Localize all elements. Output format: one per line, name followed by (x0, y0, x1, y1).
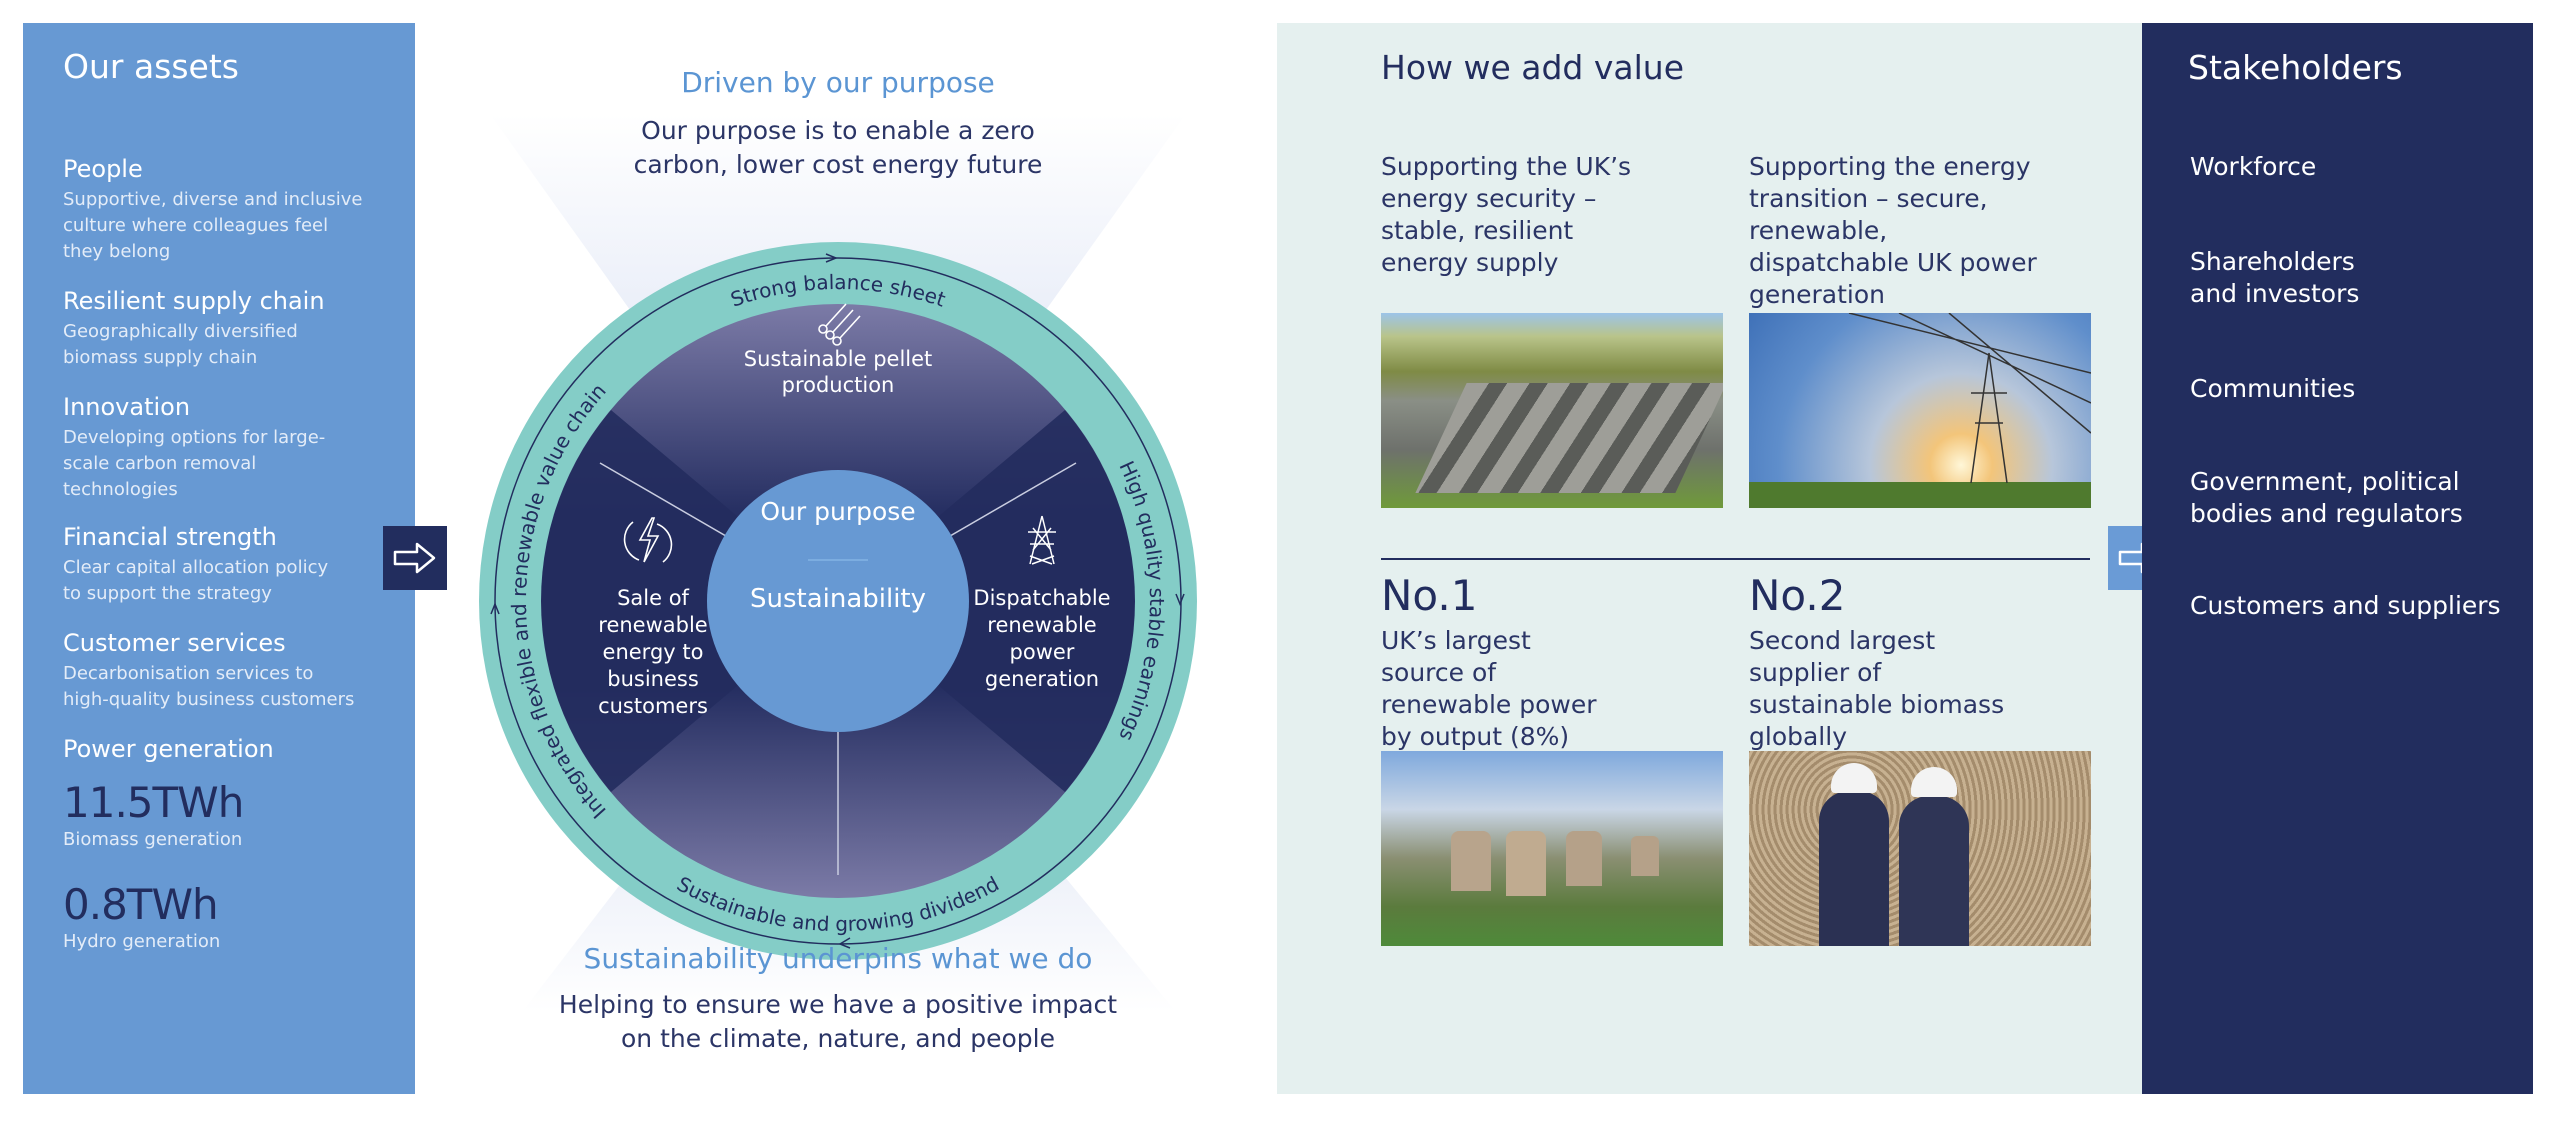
center-circle (707, 470, 969, 732)
center-sustainability: Sustainability (749, 584, 927, 614)
pylon-icon (1028, 515, 1056, 565)
divider-line (1381, 558, 2090, 560)
hydro-dam-photo (1381, 313, 1723, 508)
ring-arrow-icon (838, 937, 851, 949)
purpose-heading: Driven by our purpose (681, 66, 995, 99)
asset-power-generation: Power generation (63, 735, 403, 767)
stakeholder-item: Customers and suppliers (2190, 591, 2501, 620)
center-purpose: Our purpose (760, 497, 916, 526)
assets-title: Our assets (63, 47, 239, 86)
stakeholder-item: Communities (2190, 374, 2356, 403)
right-sector (838, 410, 1135, 792)
stat-desc-2: Second largest supplier of sustainable b… (1749, 626, 2005, 751)
stakeholder-item: Shareholders and investors (2190, 247, 2360, 308)
stakeholders-title: Stakeholders (2188, 48, 2403, 87)
asset-title: Power generation (63, 735, 274, 763)
metric-label: Biomass generation (63, 829, 243, 850)
lightning-icon (623, 517, 673, 563)
metric-value: 0.8TWh (63, 880, 219, 929)
pylon-graphic (1848, 313, 2091, 484)
pylon-sunset-photo (1749, 313, 2091, 508)
value-wheel: Strong balance sheet High quality stable… (479, 114, 1197, 1012)
stat-rank-2: No.2 (1749, 571, 1846, 620)
ring-arrow-icon (490, 601, 500, 615)
arrow-right-icon (393, 542, 436, 574)
stakeholders-panel: Stakeholders Workforce Shareholders and … (2142, 23, 2533, 1094)
stat-desc-1: UK’s largest source of renewable power b… (1381, 626, 1597, 751)
segment-sale-renewable: Sale of renewable energy to business cus… (598, 586, 708, 718)
asset-desc: Geographically diversified biomass suppl… (63, 321, 298, 368)
asset-title: Resilient supply chain (63, 287, 325, 315)
stakeholder-item: Government, political bodies and regulat… (2190, 467, 2463, 528)
ring-arrow-icon (825, 253, 839, 263)
value-title: How we add value (1381, 48, 1685, 87)
metric-label: Hydro generation (63, 931, 221, 952)
assets-arrow (383, 526, 447, 590)
asset-desc: Supportive, diverse and inclusive cultur… (63, 189, 363, 262)
sustainability-heading: Sustainability underpins what we do (583, 942, 1093, 975)
metric-value: 11.5TWh (63, 778, 244, 827)
left-sector (541, 410, 838, 792)
asset-title: Innovation (63, 393, 191, 421)
purpose-text: Our purpose is to enable a zero carbon, … (633, 116, 1043, 179)
segment-dispatchable-power: Dispatchable renewable power generation (973, 586, 1111, 691)
asset-title: People (63, 155, 143, 183)
workers-biomass-photo (1749, 751, 2091, 946)
value-panel: How we add value Supporting the UK’s ene… (1277, 23, 2142, 1094)
stat-rank-1: No.1 (1381, 571, 1478, 620)
asset-desc: Clear capital allocation policy to suppo… (63, 557, 329, 604)
value-energy-security: Supporting the UK’s energy security – st… (1381, 152, 1632, 277)
asset-desc: Decarbonisation services to high-quality… (63, 663, 355, 710)
power-station-photo (1381, 751, 1723, 946)
value-energy-transition: Supporting the energy transition – secur… (1749, 152, 2037, 309)
asset-desc: Developing options for large-scale carbo… (63, 427, 326, 500)
sustainability-text: Helping to ensure we have a positive imp… (558, 990, 1118, 1053)
pellets-icon (818, 303, 861, 346)
asset-title: Customer services (63, 629, 286, 657)
asset-title: Financial strength (63, 523, 277, 551)
ring-arrow-icon (1175, 593, 1185, 607)
segment-pellet-production: Sustainable pellet production (743, 347, 933, 397)
stakeholder-item: Workforce (2190, 152, 2317, 181)
